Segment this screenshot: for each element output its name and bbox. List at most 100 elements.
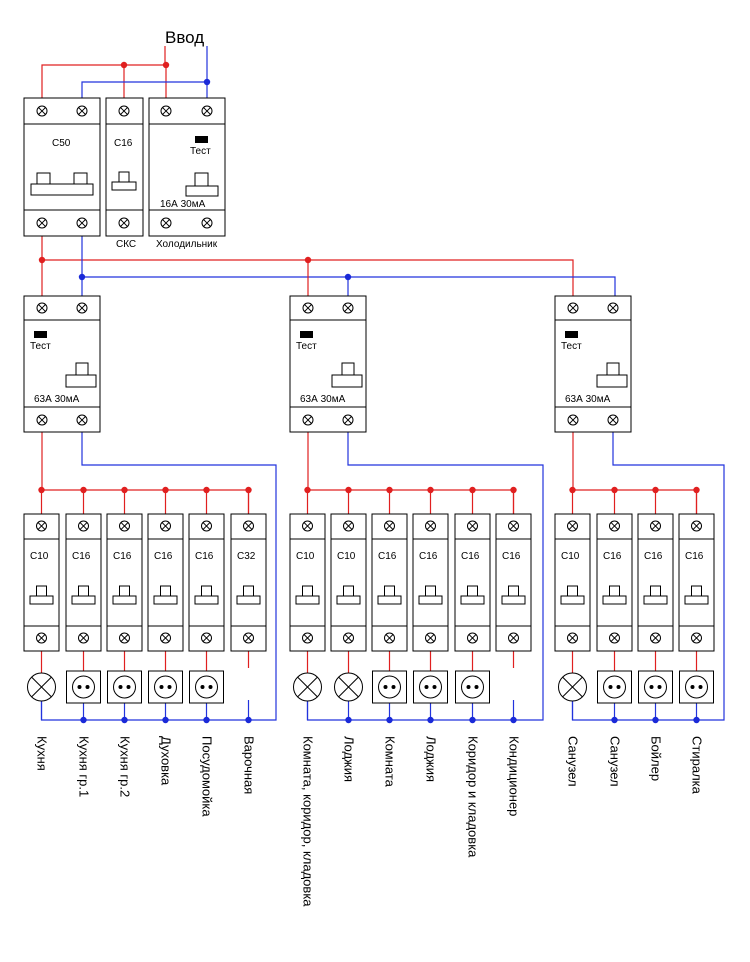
socket-pin — [208, 685, 213, 689]
terminal-icon — [508, 520, 519, 532]
phase-junction — [162, 486, 169, 494]
breaker-c16 — [637, 513, 674, 652]
terminal-cross — [38, 416, 46, 424]
neutral-junction — [469, 716, 476, 724]
terminal-cross — [692, 634, 701, 642]
phase-junction — [245, 486, 252, 494]
lamp-cross — [31, 676, 52, 698]
phase-junction — [427, 486, 434, 494]
switch-base — [602, 595, 627, 605]
breaker-c16 — [106, 513, 143, 652]
breaker-rating: C16 — [644, 551, 663, 562]
terminal-cross — [78, 304, 86, 312]
switch-base — [30, 183, 94, 196]
terminal-icon — [36, 217, 48, 229]
switch-handle — [467, 585, 478, 597]
switch-handle — [341, 362, 355, 376]
socket-pin — [466, 685, 471, 689]
switch-base — [194, 595, 219, 605]
switch-handle — [302, 585, 313, 597]
rcd-rating: 63А 30мА — [565, 394, 611, 405]
terminal-cross — [161, 634, 170, 642]
terminal-icon — [650, 632, 661, 644]
lamp-cross — [562, 676, 583, 698]
test-button-icon — [565, 331, 578, 338]
circuit-label: Кухня — [35, 736, 50, 771]
breaker-c16 — [147, 513, 184, 652]
socket-pin — [167, 685, 172, 689]
circuit-label: Лоджия — [424, 736, 439, 782]
terminal-cross — [78, 107, 86, 115]
terminal-cross — [120, 107, 128, 115]
terminal-cross — [610, 634, 619, 642]
neutral-junction — [611, 716, 618, 724]
terminal-icon — [302, 302, 314, 314]
terminal-cross — [38, 219, 46, 227]
terminal-cross — [344, 416, 352, 424]
breaker-rating: C10 — [337, 551, 356, 562]
phase-junction — [162, 61, 170, 69]
switch-handle — [606, 362, 620, 376]
terminal-icon — [36, 632, 47, 644]
lamp-icon — [558, 672, 587, 702]
circuit-label: Лоджия — [342, 736, 357, 782]
terminal-cross — [37, 522, 46, 530]
switch-handle — [243, 585, 254, 597]
terminal-icon — [76, 217, 88, 229]
breaker-rating: C16 — [461, 551, 480, 562]
socket-pin — [657, 685, 662, 689]
socket-pin — [391, 685, 396, 689]
socket-pin — [474, 685, 479, 689]
switch-base — [684, 595, 709, 605]
terminal-cross — [344, 304, 352, 312]
socket-pin — [608, 685, 613, 689]
phase-wire — [41, 64, 167, 104]
terminal-icon — [36, 520, 47, 532]
neutral-junction — [510, 716, 517, 724]
terminal-cross — [344, 634, 353, 642]
breaker-rating: C32 — [237, 551, 256, 562]
terminal-icon — [160, 105, 172, 117]
rcd-3 — [554, 295, 632, 433]
socket-face — [685, 675, 708, 699]
terminal-cross — [203, 219, 211, 227]
breaker-rating: C16 — [685, 551, 704, 562]
terminal-icon — [118, 217, 130, 229]
switch-base — [643, 595, 668, 605]
terminal-cross — [120, 634, 129, 642]
terminal-icon — [609, 632, 620, 644]
circuit-label: Кондиционер — [507, 736, 522, 816]
terminal-cross — [568, 634, 577, 642]
breaker-c10 — [23, 513, 60, 652]
breaker-c10 — [554, 513, 591, 652]
terminal-cross — [120, 219, 128, 227]
switch-handle — [691, 585, 702, 597]
breaker-rating: C10 — [561, 551, 580, 562]
circuit-label: Комната — [383, 736, 398, 788]
switch-handle — [36, 585, 47, 597]
terminal-icon — [467, 520, 478, 532]
switch-handle — [201, 585, 212, 597]
terminal-cross — [202, 522, 211, 530]
breaker-c10 — [330, 513, 367, 652]
neutral-junction — [693, 716, 700, 724]
terminal-icon — [118, 105, 130, 117]
breaker-c16 — [188, 513, 225, 652]
socket-face — [195, 675, 218, 699]
terminal-icon — [76, 105, 88, 117]
terminal-cross — [426, 634, 435, 642]
phase-junction — [203, 486, 210, 494]
rcd-rating: 63А 30мА — [300, 394, 346, 405]
circuit-label: Духовка — [159, 736, 174, 786]
input-title: Ввод — [165, 28, 204, 47]
terminal-cross — [244, 634, 253, 642]
terminal-cross — [202, 634, 211, 642]
terminal-icon — [243, 520, 254, 532]
circuit-label: Стиралка — [690, 736, 705, 795]
neutral-junction — [121, 716, 128, 724]
circuit-label: Варочная — [242, 736, 257, 794]
terminal-icon — [342, 302, 354, 314]
phase-junction — [304, 256, 312, 264]
terminal-cross — [610, 522, 619, 530]
terminal-icon — [384, 520, 395, 532]
